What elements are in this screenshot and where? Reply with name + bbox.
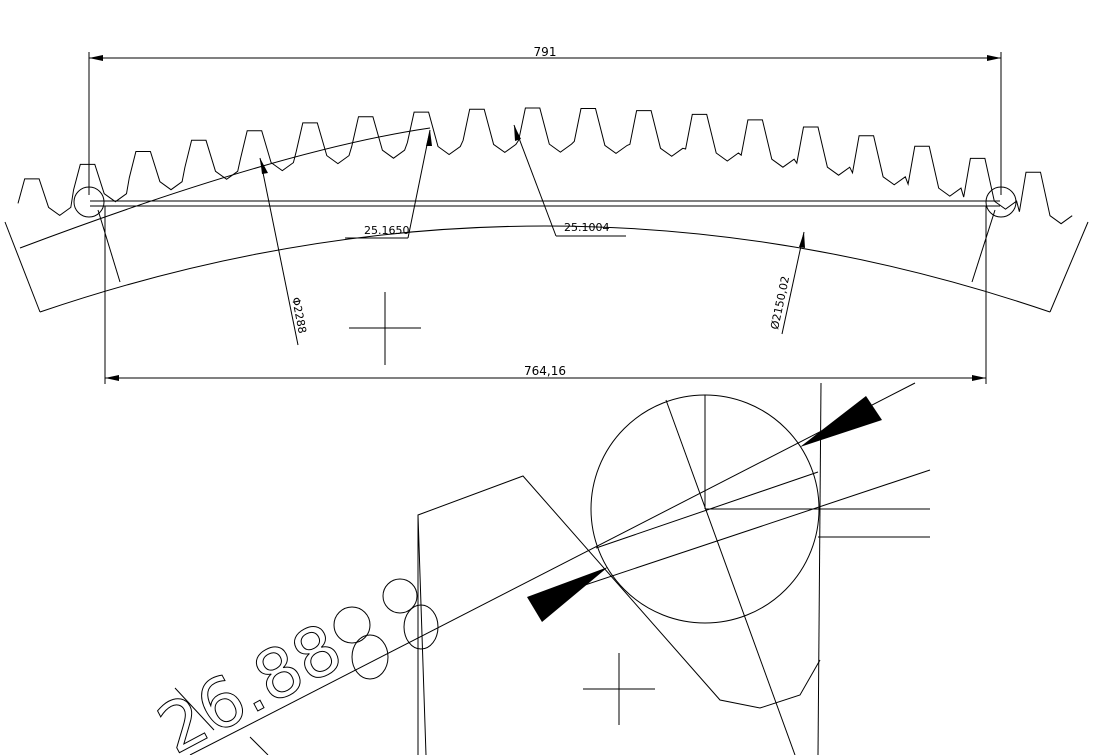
base-arc (39, 225, 1051, 313)
dim-25-1004-label: 25.1004 (564, 221, 610, 234)
dim-764-arrow-right (972, 375, 986, 381)
left-inner-end (97, 209, 121, 283)
leader-25-1004 (513, 124, 557, 237)
dim-25-1650-label: 25.1650 (364, 224, 410, 237)
detail-hatch-1 (174, 687, 215, 731)
small-circle-3 (351, 634, 389, 680)
detail-arrowhead-upper (800, 396, 882, 447)
small-circle-1 (333, 606, 371, 644)
small-circle-4 (403, 604, 439, 650)
leader-d2150-arrow (799, 232, 805, 248)
detail-view: 26.88 (145, 382, 931, 755)
pitch-arc (19, 127, 431, 249)
leader-25-1650-arrow (426, 130, 432, 146)
dim-791-arrow-right (987, 55, 1001, 61)
detail-hatch-2 (249, 736, 269, 755)
right-segment-end (1049, 221, 1089, 313)
right-inner-end (971, 209, 996, 283)
dim-764-label: 764,16 (524, 364, 566, 378)
small-circle-2 (382, 578, 418, 614)
detail-ray-2 (539, 469, 931, 601)
gear-teeth-profile (17, 107, 1073, 225)
detail-right-vertical (817, 382, 822, 755)
dim-791-label: 791 (534, 45, 557, 59)
leader-d2288-arrow (260, 158, 268, 174)
leader-d2288 (259, 157, 299, 346)
dim-764-arrow-left (105, 375, 119, 381)
dim-791-arrow-left (89, 55, 103, 61)
detail-diagonal-steep (665, 399, 796, 755)
leader-25-1004-arrow (514, 125, 521, 141)
detail-ray-3 (595, 471, 819, 549)
leader-25-1650 (407, 129, 431, 239)
left-segment-end (4, 221, 41, 313)
leader-d2150 (781, 231, 805, 335)
detail-arrowhead-lower (527, 567, 608, 622)
detail-large-label: 26.88 (146, 609, 355, 755)
gear-segment-view: 791 764,16 25.1650 25.1004 Φ2288 Ø2150,0… (4, 45, 1089, 384)
detail-ray-1 (189, 382, 916, 755)
